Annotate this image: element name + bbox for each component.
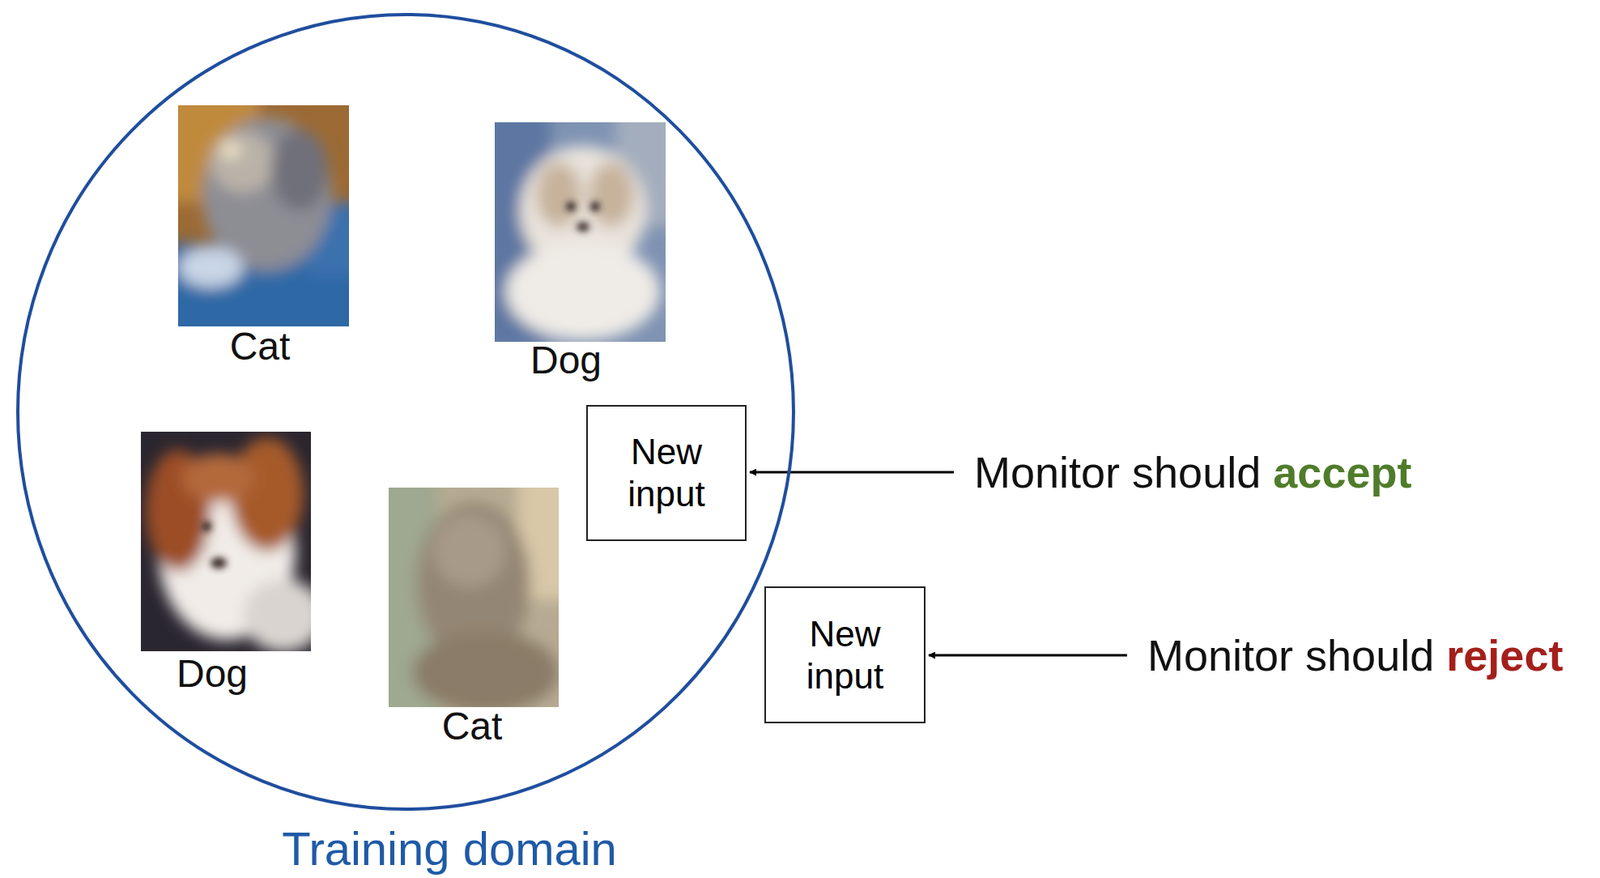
training-domain-circle: Training domain New input <box>15 12 796 878</box>
class-label: Dog <box>176 651 248 696</box>
circle-outline <box>17 14 794 809</box>
cat-photo <box>178 105 349 327</box>
monitor-text: Monitor should <box>974 446 1261 498</box>
input-box: New input <box>586 404 747 541</box>
class-label: Cat <box>229 323 291 369</box>
input-box: New input <box>764 586 926 724</box>
leader-arrow <box>749 471 954 474</box>
leader-arrow <box>928 654 1128 657</box>
cat-photo <box>388 487 559 707</box>
domain-title: Training domain <box>281 822 618 875</box>
dog-photo <box>494 122 666 342</box>
monitor-text: Monitor should <box>1147 629 1435 681</box>
dog-photo <box>140 431 311 652</box>
reject-word: reject <box>1446 629 1563 681</box>
class-label: Cat <box>442 703 503 749</box>
accept-word: accept <box>1272 446 1412 498</box>
box-text: New input <box>595 430 737 515</box>
box-text: New input <box>774 612 916 698</box>
class-label: Dog <box>530 337 602 383</box>
